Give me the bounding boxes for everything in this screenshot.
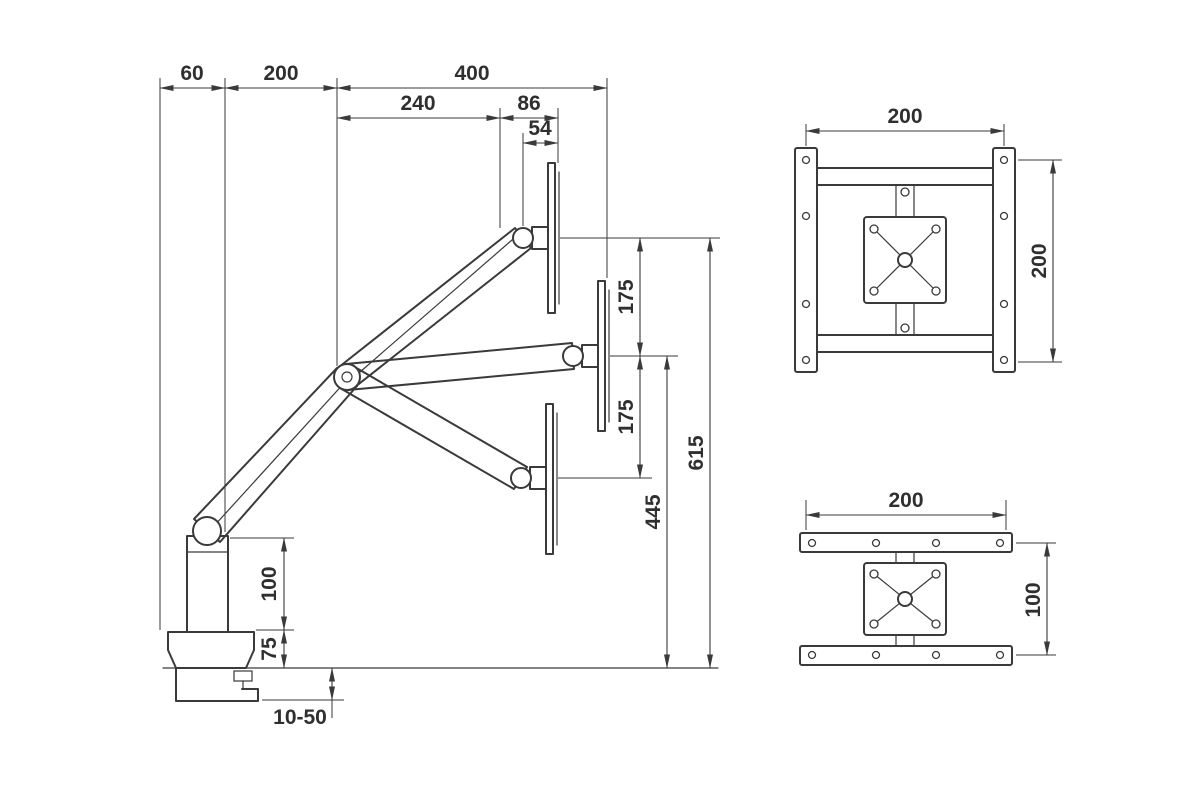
dim-label-height-mid: 445	[642, 494, 665, 529]
elbow-joint-axle	[341, 371, 353, 383]
head-bracket-lowered	[529, 466, 547, 490]
mounting-hole	[999, 155, 1009, 165]
mounting-hole	[801, 299, 811, 309]
bracket-rail-bottom	[799, 645, 1013, 666]
head-bracket-raised	[531, 226, 549, 250]
bracket-rail-top	[799, 532, 1013, 553]
center-hub	[897, 591, 913, 607]
vesa-plate-middle	[597, 280, 606, 432]
mounting-hole	[801, 211, 811, 221]
vesa-plate-raised	[547, 162, 556, 314]
dim-label-head-length: 86	[517, 92, 540, 115]
bracket-rail-left	[794, 147, 818, 373]
mounting-hole	[871, 538, 881, 548]
dim-label-travel-upper: 175	[615, 279, 638, 314]
dim-label-rear-square-width: 200	[887, 105, 922, 128]
head-bracket-middle	[581, 344, 599, 368]
riser-pole	[186, 535, 229, 633]
mounting-hole	[807, 650, 817, 660]
dim-label-rear-square-height: 200	[1028, 243, 1051, 278]
mounting-hole	[995, 538, 1005, 548]
dim-label-travel-lower: 175	[615, 399, 638, 434]
cross-bar-top	[816, 167, 994, 186]
column-hole	[900, 187, 910, 197]
mounting-hole	[931, 538, 941, 548]
dim-label-riser-height: 100	[258, 566, 281, 601]
lower-arm-gas-spring-line	[213, 380, 347, 527]
ball-joint-middle	[562, 345, 584, 367]
mounting-hole	[807, 538, 817, 548]
dim-label-rear-wide-height: 100	[1022, 582, 1045, 617]
vesa-hole	[869, 286, 879, 296]
mounting-hole	[999, 211, 1009, 221]
dim-label-clamp-height: 75	[258, 637, 281, 661]
center-hub	[897, 252, 913, 268]
vesa-plate-lowered	[545, 403, 554, 555]
upper-arm-raised-inner-line	[359, 239, 513, 373]
vesa-hole	[869, 569, 879, 579]
side-view	[162, 162, 719, 702]
vesa-hole	[931, 286, 941, 296]
clamp-top-body	[167, 631, 255, 669]
vesa-hole	[869, 224, 879, 234]
ball-joint-raised	[512, 227, 534, 249]
dim-label-rear-wide-width: 200	[888, 489, 923, 512]
dim-label-upper-arm-reach: 240	[400, 92, 435, 115]
vesa-hole	[931, 569, 941, 579]
mounting-hole	[801, 355, 811, 365]
dim-label-desk-thickness: 10-50	[273, 706, 327, 729]
mounting-hole	[931, 650, 941, 660]
bracket-rail-right	[992, 147, 1016, 373]
dim-label-lower-reach: 200	[263, 62, 298, 85]
mounting-hole	[995, 650, 1005, 660]
clamp-under-desk-arm	[175, 667, 259, 702]
mounting-hole	[999, 355, 1009, 365]
mounting-hole	[999, 299, 1009, 309]
upper-arm-lowered	[339, 365, 528, 490]
mounting-hole	[871, 650, 881, 660]
vesa-hole	[931, 224, 941, 234]
vesa-hole	[931, 619, 941, 629]
cross-bar-bottom	[816, 334, 994, 353]
vesa-hole	[869, 619, 879, 629]
elbow-joint	[333, 363, 361, 391]
dim-label-total-reach: 400	[454, 62, 489, 85]
lower-arm	[193, 367, 358, 543]
clamp-pressure-pad	[233, 670, 253, 682]
rear-view-200x200: 200 200	[794, 105, 1062, 373]
base-pivot-joint	[192, 516, 222, 546]
dim-label-pivot-offset: 54	[528, 117, 552, 140]
column-hole	[900, 323, 910, 333]
dim-label-clamp-width: 60	[180, 62, 203, 85]
ball-joint-lowered	[510, 467, 532, 489]
rear-view-200x100: 200 100	[799, 489, 1056, 666]
dim-label-height-max: 615	[685, 435, 708, 470]
mounting-hole	[801, 155, 811, 165]
side-view-dimensions: 60 200 400 240 86 54 175 175 445 615 100…	[159, 62, 720, 729]
